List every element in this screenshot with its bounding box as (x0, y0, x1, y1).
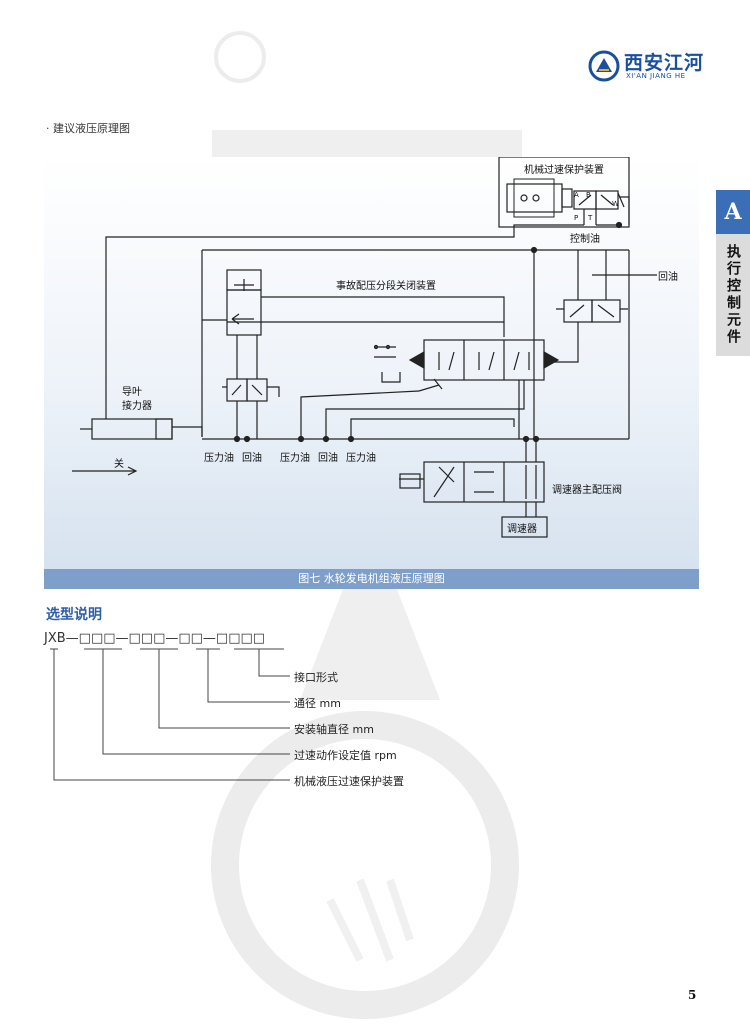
label-connector: 接力器 (122, 401, 152, 412)
label-port-t: T (588, 214, 593, 222)
brand-logo: 西安江河 XI'AN JIANG HE (588, 48, 706, 84)
label-return-oil-1: 回油 (242, 453, 262, 464)
label-close: 关 (114, 459, 124, 470)
model-code: JXB—□□□—□□□—□□—□□□□ (44, 631, 266, 646)
hydraulic-diagram (80, 157, 657, 538)
label-port-p: P (574, 214, 579, 222)
label-pressure-oil-1: 压力油 (204, 453, 234, 464)
label-pressure-oil-3: 压力油 (346, 453, 376, 464)
label-control-oil: 控制油 (570, 234, 600, 245)
label-port-b: B (586, 191, 591, 199)
chapter-tab-letter[interactable]: A (716, 190, 750, 234)
label-port-a: A (574, 191, 579, 199)
label-overspeed-device: 机械过速保护装置 (524, 165, 604, 176)
selection-item-speed-setting: 过速动作设定值 rpm (294, 749, 397, 762)
figure-caption: 图七 水轮发电机组液压原理图 (44, 569, 699, 589)
return-oil-valve (563, 299, 593, 323)
label-governor: 调速器 (507, 524, 537, 535)
label-pressure-oil-2: 压力油 (280, 453, 310, 464)
brand-name-cn: 西安江河 (624, 52, 705, 74)
selection-item-device-name: 机械液压过速保护装置 (294, 775, 404, 788)
label-return-oil-right: 回油 (658, 272, 678, 283)
selection-title: 选型说明 (46, 607, 102, 623)
label-guide-vane: 导叶 (122, 387, 142, 398)
brand-name-en: XI'AN JIANG HE (626, 72, 686, 80)
main-valve (423, 461, 545, 503)
logo-mark-icon (588, 50, 620, 82)
label-port-w: W (612, 200, 619, 208)
label-emergency-device: 事故配压分段关闭装置 (336, 281, 436, 292)
close-arrow-icon (72, 466, 138, 476)
chapter-tab-text[interactable]: 执行控制元件 (716, 234, 750, 356)
diagram-background (44, 157, 699, 569)
page-number: 5 (688, 988, 697, 1002)
label-main-valve: 调速器主配压阀 (552, 485, 622, 496)
label-return-oil-2: 回油 (318, 453, 338, 464)
governor-box (501, 516, 548, 538)
overspeed-device-box (498, 157, 630, 228)
selection-item-interface: 接口形式 (294, 671, 338, 684)
selection-item-bore: 通径 mm (294, 697, 341, 710)
segmented-closing-valve (423, 339, 545, 381)
section-label: · 建议液压原理图 (46, 122, 130, 135)
guide-vane-cylinder (91, 418, 173, 440)
selection-item-shaft-diameter: 安装轴直径 mm (294, 723, 374, 736)
code-leader-lines (50, 648, 290, 781)
